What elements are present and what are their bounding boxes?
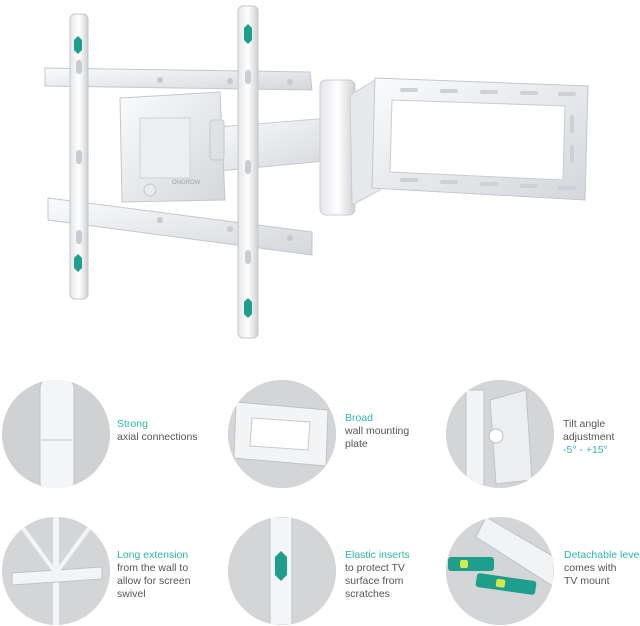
- feature-5-line-3: scratches: [345, 588, 390, 600]
- feature-4-line-1: from the wall to: [117, 562, 189, 574]
- feature-5-accent: Elastic inserts: [345, 549, 410, 561]
- feature-thumb-axial-tube: [2, 380, 110, 488]
- feature-2-accent: Broad: [345, 412, 374, 424]
- feature-detachable-level: Detachable level comes with TV mount: [446, 517, 640, 626]
- feature-1-line-1: axial connections: [117, 431, 198, 443]
- feature-2-line-2: plate: [345, 438, 368, 450]
- feature-thumb-wall-plate: [228, 380, 336, 488]
- feature-1-accent: Strong: [117, 418, 148, 430]
- feature-5-line-1: to protect TV: [345, 562, 405, 574]
- feature-5-line-2: surface from: [345, 575, 404, 587]
- tilt-bracket: [119, 91, 226, 203]
- feature-6-accent: Detachable level: [564, 549, 640, 561]
- feature-6-line-2: TV mount: [564, 575, 610, 587]
- feature-broad-plate: Broad wall mounting plate: [228, 380, 443, 490]
- feature-thumb-bubble-level: [446, 517, 554, 625]
- elastic-insert-clips: [74, 24, 252, 318]
- feature-6-line-1: comes with: [564, 562, 617, 574]
- feature-2-line-1: wall mounting: [345, 425, 410, 437]
- tv-mount-product-image: ONGROW: [44, 5, 589, 339]
- feature-thumb-tilt-knob: [446, 380, 554, 488]
- feature-4-line-2: allow for screen: [117, 575, 191, 587]
- feature-thumb-elastic-insert: [228, 517, 336, 625]
- feature-3-line-1: Tilt angle: [563, 418, 606, 430]
- vertical-tv-arms: [69, 5, 259, 339]
- extension-arm: [204, 79, 381, 216]
- feature-4-line-3: swivel: [117, 588, 146, 600]
- feature-strong-axial: Strong axial connections: [0, 380, 215, 490]
- feature-long-extension: Long extension from the wall to allow fo…: [0, 517, 215, 626]
- feature-4-accent: Long extension: [117, 549, 189, 561]
- feature-3-accent: -5° - +15°: [563, 444, 608, 456]
- feature-thumb-extension: [2, 517, 110, 625]
- feature-3-line-2: adjustment: [563, 431, 615, 443]
- feature-elastic-inserts: Elastic inserts to protect TV surface fr…: [228, 517, 443, 626]
- wall-plate: [371, 77, 589, 201]
- brand-logo-text: ONGROW: [172, 180, 201, 186]
- feature-tilt: Tilt angle adjustment -5° - +15°: [446, 380, 640, 490]
